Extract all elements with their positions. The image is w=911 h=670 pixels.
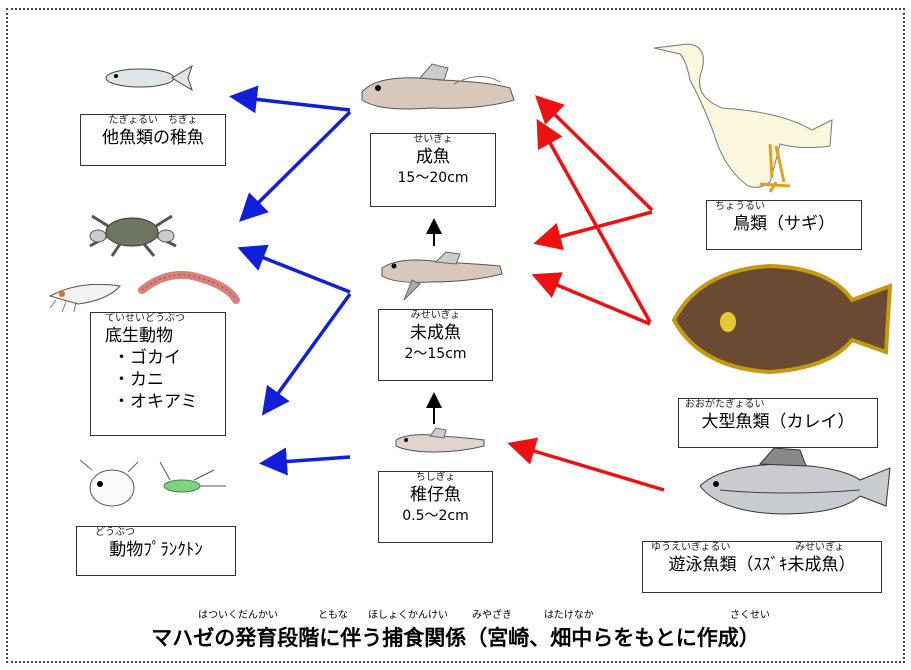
small-fish-illustration	[105, 64, 193, 92]
pelagic-ruby-1: ゆうえいぎょるい	[651, 542, 731, 553]
diagram-title: マハゼの発育段階に伴う捕食関係（宮崎、畑中らをもとに作成）	[151, 626, 760, 650]
fry-label: 稚仔魚	[410, 485, 461, 505]
flatfish-illustration	[671, 263, 893, 375]
pelagic-label: 遊泳魚類（ｽｽﾞｷ未成魚）	[668, 555, 856, 575]
juvenile-goby-box: みせいぎょ 未成魚 2〜15cm	[378, 309, 493, 381]
plankton-box: どうぶつ 動物ﾌﾟﾗﾝｸﾄﾝ	[76, 526, 236, 576]
title-ruby-6: さくせい	[730, 610, 770, 621]
other-fry-box: たぎょるい ちぎょ 他魚類の稚魚	[80, 114, 226, 166]
title-ruby-2: ともな	[318, 610, 348, 621]
plankton-ruby: どうぶつ	[95, 527, 135, 538]
diagram-frame	[6, 8, 905, 663]
adult-goby-illustration	[361, 63, 515, 110]
juvenile-size: 2〜15cm	[404, 346, 467, 362]
adult-label: 成魚	[416, 147, 450, 167]
benthos-item-worm: ・ゴカイ	[113, 348, 181, 368]
sea-bass-illustration	[699, 447, 891, 515]
birds-label: 鳥類（サギ）	[733, 214, 835, 234]
title-ruby-4: みやざき	[472, 610, 512, 621]
pelagic-ruby-2: みせいぎょ	[795, 542, 845, 553]
birds-ruby: ちょうるい	[715, 201, 765, 212]
title-ruby-1: はついくだんかい	[198, 610, 278, 621]
heron-illustration	[653, 43, 833, 193]
benthos-label: 底生動物	[105, 326, 173, 346]
worm-illustration	[138, 270, 240, 304]
pelagic-box: ゆうえいぎょるい みせいぎょ 遊泳魚類（ｽｽﾞｷ未成魚）	[642, 541, 882, 593]
adult-size: 15〜20cm	[397, 170, 469, 186]
prey-arrows	[229, 85, 352, 476]
fry-goby-box: ちしぎょ 稚仔魚 0.5〜2cm	[378, 471, 493, 543]
flatfish-label: 大型魚類（カレイ）	[701, 412, 855, 432]
benthos-item-krill: ・オキアミ	[113, 392, 198, 412]
benthos-box: ていせいどうぶつ 底生動物 ・ゴカイ ・カニ ・オキアミ	[90, 312, 226, 436]
fry-ruby: ちしぎょ	[415, 472, 456, 483]
crab-illustration	[89, 214, 177, 257]
pelagic-ruby-row: ゆうえいぎょるい みせいぎょ	[643, 542, 881, 554]
flatfish-box: おおがたぎょるい 大型魚類（カレイ）	[678, 398, 878, 448]
plankton-illustration	[79, 459, 226, 507]
shrimp-illustration	[48, 283, 121, 313]
birds-box: ちょうるい 鳥類（サギ）	[706, 200, 862, 250]
plankton-label: 動物ﾌﾟﾗﾝｸﾄﾝ	[109, 540, 203, 560]
other-fry-label: 他魚類の稚魚	[102, 128, 204, 148]
juvenile-goby-illustration	[381, 251, 503, 301]
title-ruby-3: ほしょくかんけい	[368, 610, 448, 621]
other-fry-ruby: たぎょるい ちぎょ	[108, 115, 198, 126]
fry-goby-illustration	[395, 427, 485, 453]
predator-arrows	[507, 95, 665, 492]
title-ruby-5: はたけなか	[544, 610, 594, 621]
benthos-item-crab: ・カニ	[113, 370, 164, 390]
benthos-ruby: ていせいどうぶつ	[105, 313, 185, 324]
adult-goby-box: せいぎょ 成魚 15〜20cm	[370, 133, 496, 207]
flatfish-ruby: おおがたぎょるい	[685, 399, 765, 410]
fry-size: 0.5〜2cm	[402, 508, 469, 524]
juvenile-label: 未成魚	[410, 323, 461, 343]
adult-ruby: せいぎょ	[413, 134, 453, 145]
juvenile-ruby: みせいぎょ	[410, 310, 461, 321]
